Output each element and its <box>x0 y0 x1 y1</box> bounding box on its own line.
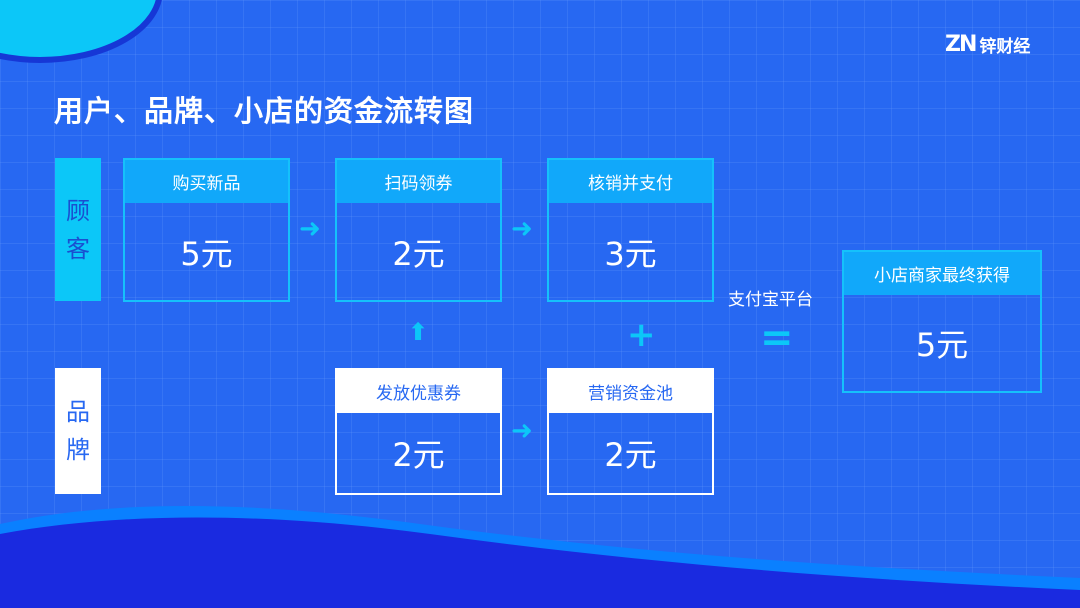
box-header: 核销并支付 <box>549 160 712 203</box>
issue-coupon-box: 发放优惠券 2元 <box>335 368 502 495</box>
logo: ZN 锌财经 <box>945 32 1030 57</box>
arrow-up-icon: ⬆ <box>408 318 429 346</box>
box-value: 2元 <box>392 436 445 474</box>
row-label-char: 品 <box>66 398 90 426</box>
corner-decoration <box>0 0 162 63</box>
box-header: 购买新品 <box>125 160 288 203</box>
brand-row-label: 品 牌 <box>55 368 101 494</box>
box-value: 2元 <box>604 436 657 474</box>
logo-mark: ZN <box>945 32 977 57</box>
customer-row-label: 顾 客 <box>55 158 101 301</box>
marketing-pool-box: 营销资金池 2元 <box>547 368 714 495</box>
row-label-char: 顾 <box>66 196 90 225</box>
box-header: 小店商家最终获得 <box>844 252 1040 295</box>
page-title: 用户、品牌、小店的资金流转图 <box>54 94 475 128</box>
box-header: 扫码领券 <box>337 160 500 203</box>
bottom-wave-decoration <box>0 505 1080 608</box>
buy-new-product-box: 购买新品 5元 <box>123 158 290 302</box>
box-value: 5元 <box>180 234 233 273</box>
box-header: 发放优惠券 <box>337 370 500 413</box>
row-label-char: 客 <box>66 234 90 263</box>
redeem-pay-box: 核销并支付 3元 <box>547 158 714 302</box>
box-value: 5元 <box>915 326 969 364</box>
box-value: 3元 <box>604 234 657 273</box>
platform-label: 支付宝平台 <box>728 290 813 310</box>
logo-text: 锌财经 <box>979 37 1031 57</box>
row-label-char: 牌 <box>66 436 90 464</box>
plus-icon: + <box>627 315 656 355</box>
merchant-result-box: 小店商家最终获得 5元 <box>842 250 1042 393</box>
arrow-right-icon: ➜ <box>511 214 533 244</box>
box-header: 营销资金池 <box>549 370 712 413</box>
scan-coupon-box: 扫码领券 2元 <box>335 158 502 302</box>
arrow-right-icon: ➜ <box>299 214 321 244</box>
arrow-right-icon: ➜ <box>511 416 533 446</box>
equals-icon: = <box>760 315 794 361</box>
box-value: 2元 <box>392 234 445 273</box>
